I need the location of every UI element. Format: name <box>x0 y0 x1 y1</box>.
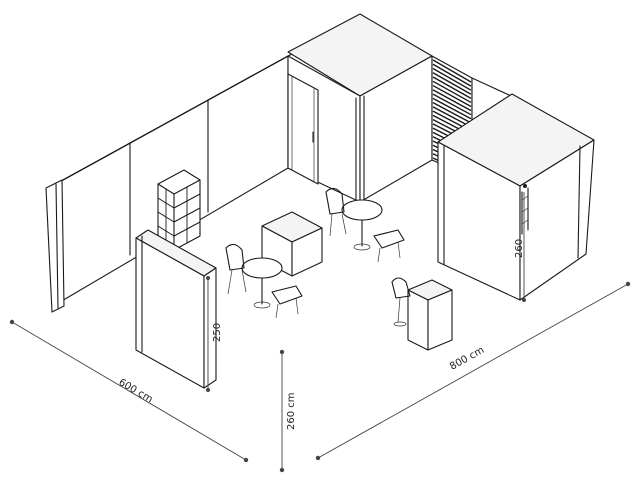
length-label: 800 cm <box>448 345 486 373</box>
panel-height-label: 250 <box>212 323 223 342</box>
dimension-height <box>279 349 285 473</box>
dimension-width <box>9 319 249 463</box>
dimension-room-height <box>522 192 526 302</box>
right-room <box>437 93 595 301</box>
dimension-length <box>315 281 631 461</box>
counter-icon <box>407 279 453 351</box>
door-icon <box>287 73 319 185</box>
chair-icon <box>391 277 411 327</box>
left-end-panel <box>45 179 65 313</box>
dimension-panel-height <box>206 276 210 392</box>
chair-icon <box>325 187 347 237</box>
table-icon <box>241 257 283 309</box>
room-height-label: 260 <box>514 239 525 258</box>
front-panel <box>135 229 217 389</box>
storage-room <box>287 13 433 203</box>
width-label: 600 cm <box>117 377 155 405</box>
chair-icon <box>373 229 405 263</box>
chair-icon <box>271 285 303 319</box>
table-icon <box>341 199 383 251</box>
height-label: 260 cm <box>286 392 297 430</box>
cube-shelf <box>157 169 201 251</box>
shelf-icon <box>521 184 529 235</box>
chair-icon <box>225 243 247 295</box>
